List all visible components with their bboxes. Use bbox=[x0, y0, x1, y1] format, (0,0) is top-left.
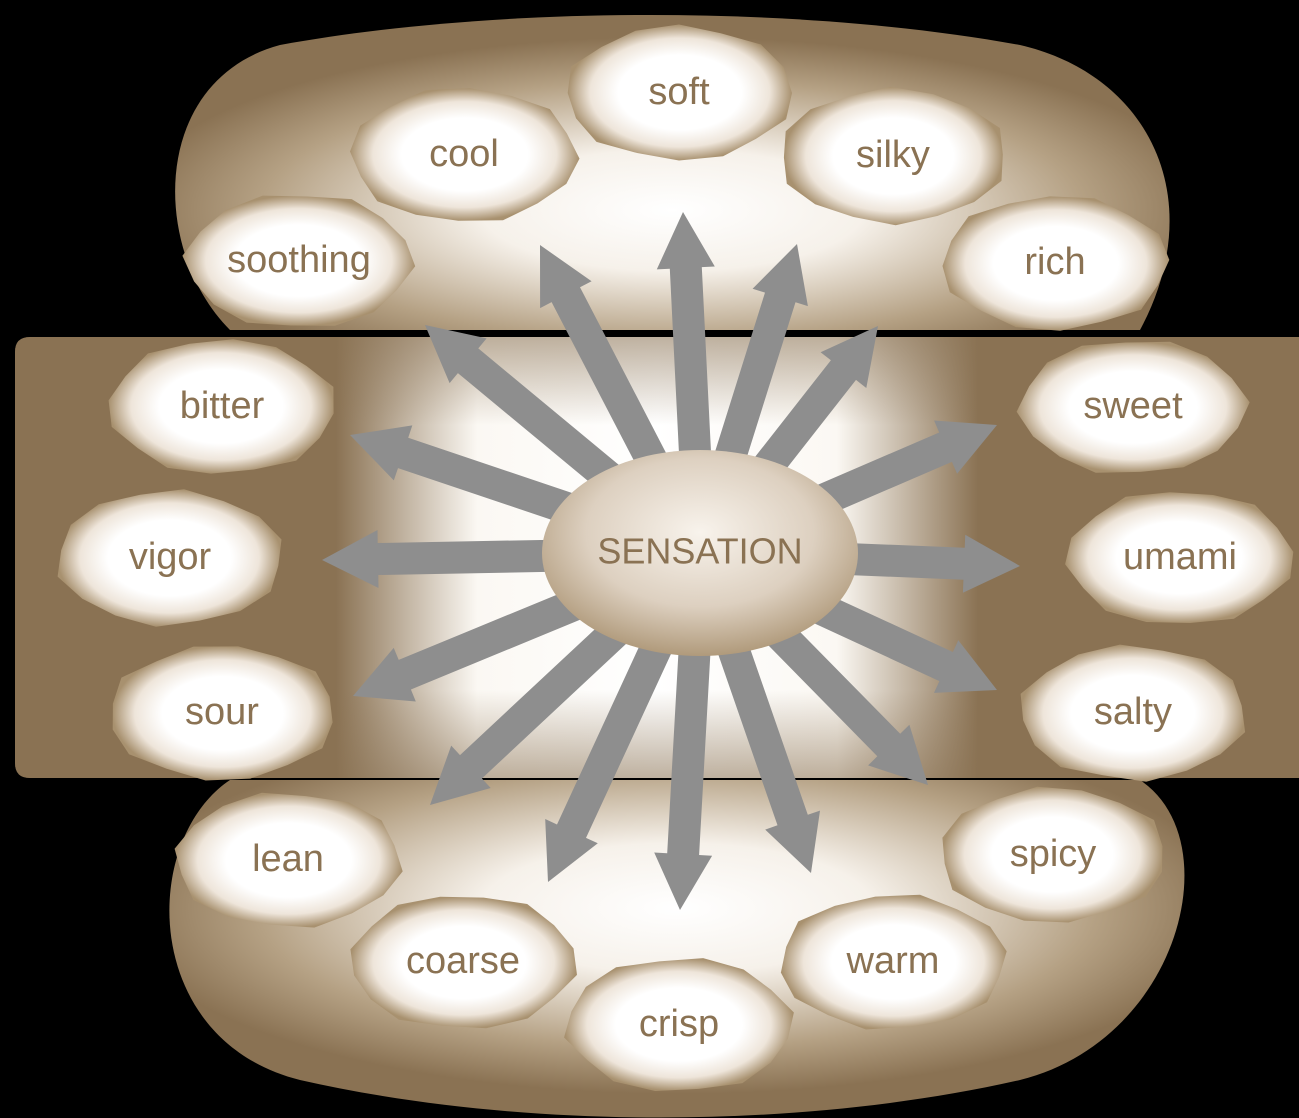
term-coarse-label: coarse bbox=[406, 940, 520, 982]
term-salty-label: salty bbox=[1094, 691, 1172, 733]
term-sour-label: sour bbox=[185, 691, 259, 733]
center-node: SENSATION bbox=[542, 450, 858, 656]
term-crisp-label: crisp bbox=[639, 1003, 719, 1045]
term-bitter-label: bitter bbox=[180, 385, 265, 427]
term-cool-label: cool bbox=[429, 133, 499, 175]
term-umami-label: umami bbox=[1123, 536, 1237, 578]
term-sweet-label: sweet bbox=[1083, 385, 1183, 427]
term-rich-label: rich bbox=[1024, 241, 1085, 283]
term-soft-label: soft bbox=[648, 71, 710, 113]
term-lean-label: lean bbox=[252, 838, 324, 880]
term-soothing-label: soothing bbox=[227, 239, 371, 281]
term-silky-label: silky bbox=[856, 134, 930, 176]
center-label: SENSATION bbox=[597, 531, 802, 572]
term-vigor-label: vigor bbox=[129, 536, 212, 578]
term-spicy-label: spicy bbox=[1010, 833, 1097, 875]
term-warm-label: warm bbox=[846, 940, 940, 982]
